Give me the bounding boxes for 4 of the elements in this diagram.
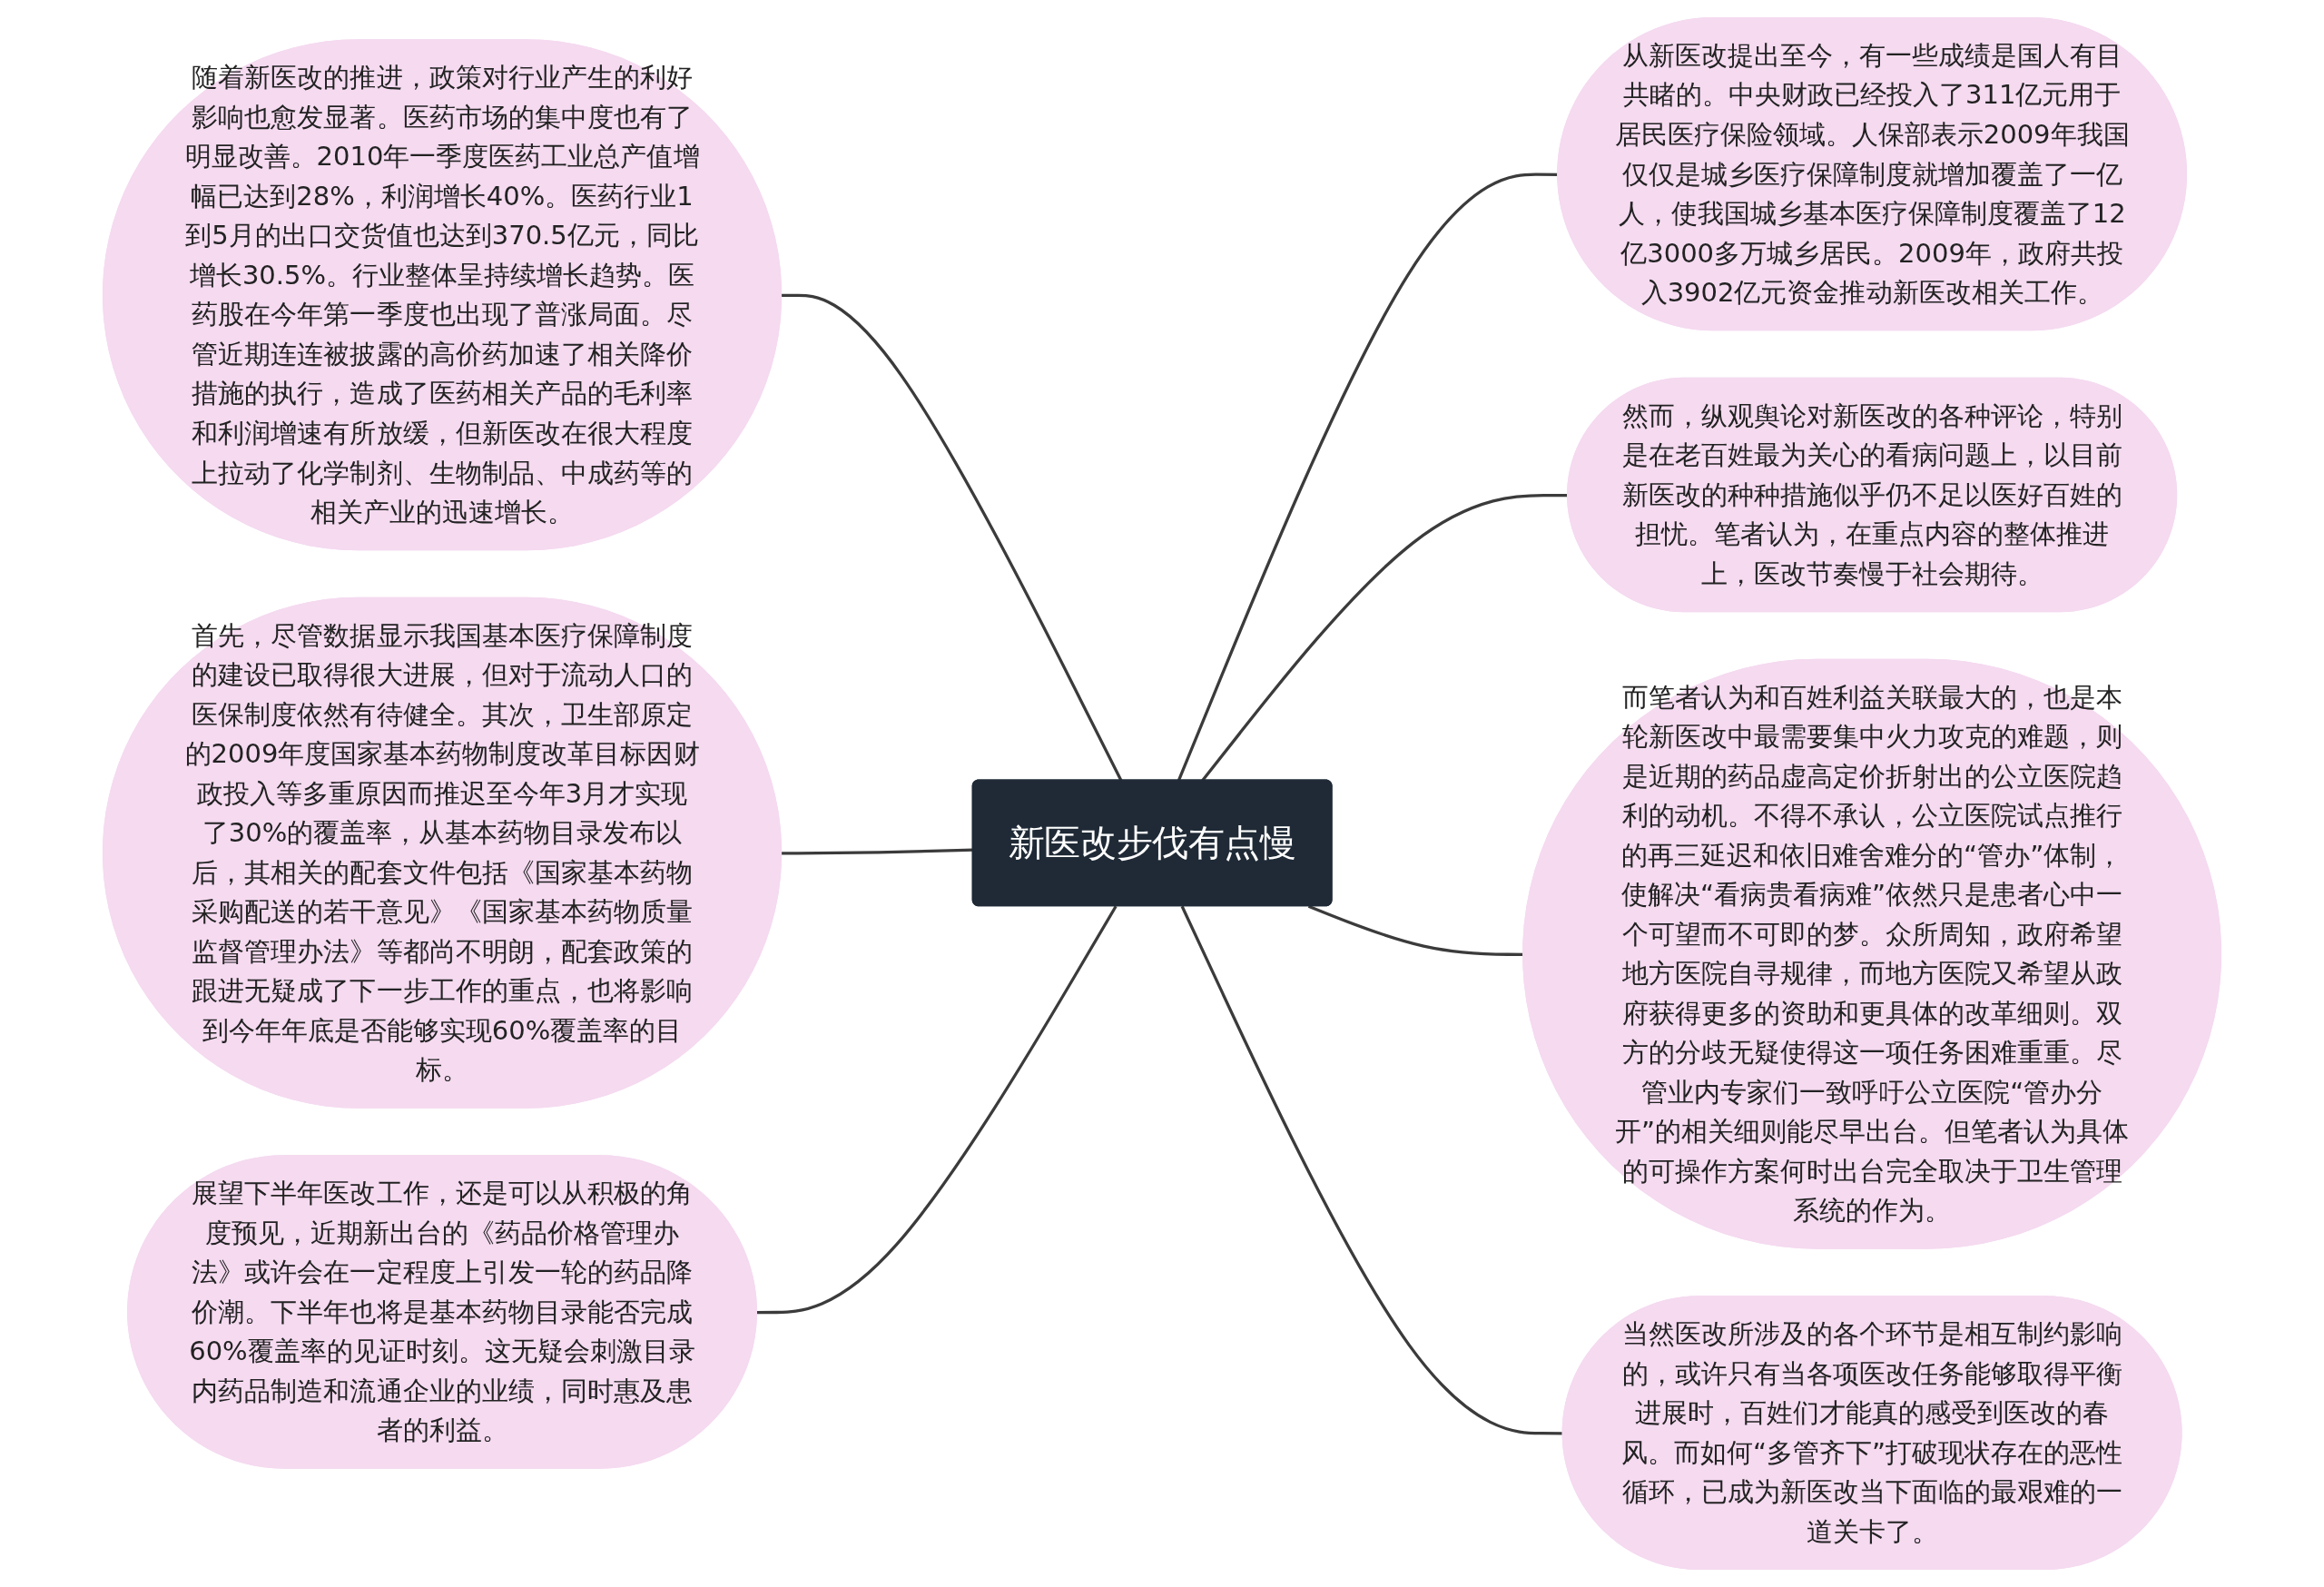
connector: [782, 293, 1123, 782]
connector: [756, 905, 1118, 1315]
connector: [1180, 905, 1563, 1435]
connector: [1177, 172, 1559, 782]
